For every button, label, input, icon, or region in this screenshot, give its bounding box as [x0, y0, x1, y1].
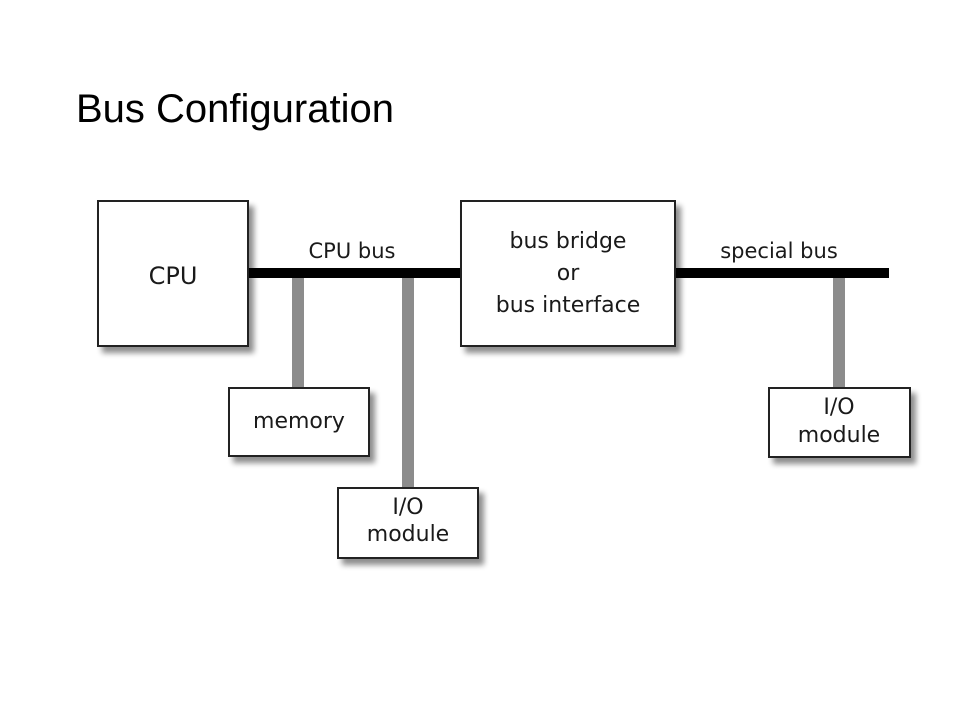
bus-bridge-label-line2: or: [557, 261, 580, 286]
cpu-label: CPU: [149, 262, 198, 290]
cpu-bus-label: CPU bus: [309, 239, 396, 263]
io-module-2-label-line1: I/O: [823, 395, 854, 420]
io-module-1-box: I/O module: [337, 487, 479, 559]
io-module-1-label-line2: module: [367, 522, 449, 547]
slide-title: Bus Configuration: [76, 87, 394, 131]
io-module-1-connector: [402, 270, 414, 488]
memory-box: memory: [228, 387, 370, 457]
bus-bridge-label-line3: bus interface: [496, 293, 640, 318]
memory-connector: [292, 270, 304, 388]
io-module-2-box: I/O module: [768, 387, 911, 458]
memory-label: memory: [253, 409, 345, 434]
bus-bridge-box: bus bridge or bus interface: [460, 200, 676, 347]
io-module-1-label-line1: I/O: [392, 495, 423, 520]
io-module-2-connector: [833, 270, 845, 388]
cpu-box: CPU: [97, 200, 249, 347]
cpu-bus-line: [248, 268, 462, 278]
io-module-2-label-line2: module: [798, 423, 880, 448]
special-bus-line: [675, 268, 889, 278]
connectors: [292, 270, 845, 488]
special-bus-label: special bus: [720, 239, 838, 263]
bus-bridge-label-line1: bus bridge: [510, 229, 627, 254]
